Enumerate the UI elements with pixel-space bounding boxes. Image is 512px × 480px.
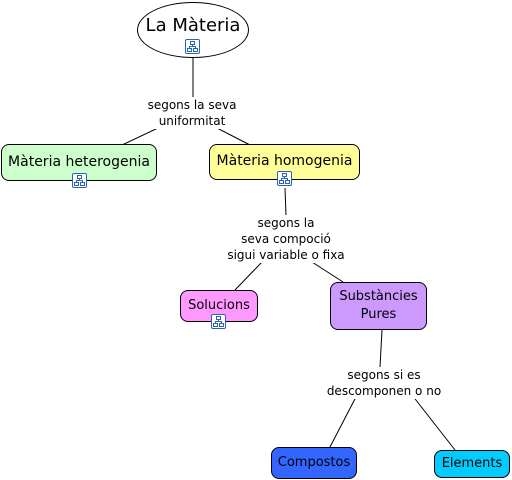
concept-label: Màteria homogenia xyxy=(216,152,353,169)
connector-line xyxy=(119,126,161,147)
connector-line xyxy=(284,187,287,216)
connector-line xyxy=(411,394,456,451)
link-label-descomponen: segons si es descomponen o no xyxy=(322,367,446,399)
connector-line xyxy=(329,394,358,448)
connector-line xyxy=(311,261,344,283)
concept-label: Màteria heterogenia xyxy=(8,154,150,171)
concept-label: Solucions xyxy=(188,298,250,314)
concept-la-materia[interactable]: La Màteria xyxy=(137,2,249,58)
concept-substancies-pures[interactable]: Substàncies Pures xyxy=(330,282,427,330)
concept-map-icon[interactable] xyxy=(185,39,200,54)
connector-line xyxy=(214,126,253,147)
concept-materia-heterogenia[interactable]: Màteria heterogenia xyxy=(1,144,157,181)
concept-map-icon[interactable] xyxy=(72,173,87,188)
concept-label: Compostos xyxy=(277,455,351,471)
concept-solucions[interactable]: Solucions xyxy=(180,290,258,322)
concept-label: Substàncies Pures xyxy=(339,288,418,322)
concept-elements[interactable]: Elements xyxy=(434,450,510,478)
connector-line xyxy=(234,261,263,291)
concept-label: La Màteria xyxy=(145,14,241,36)
concept-map-icon[interactable] xyxy=(211,314,226,329)
concept-label: Elements xyxy=(441,456,503,472)
link-label-uniformitat: segons la seva uniformitat xyxy=(142,97,242,129)
concept-compostos[interactable]: Compostos xyxy=(271,447,357,479)
connector-line xyxy=(379,329,383,368)
link-label-composicio: segons la seva compoció sigui variable o… xyxy=(224,215,348,263)
concept-map-icon[interactable] xyxy=(277,171,292,186)
